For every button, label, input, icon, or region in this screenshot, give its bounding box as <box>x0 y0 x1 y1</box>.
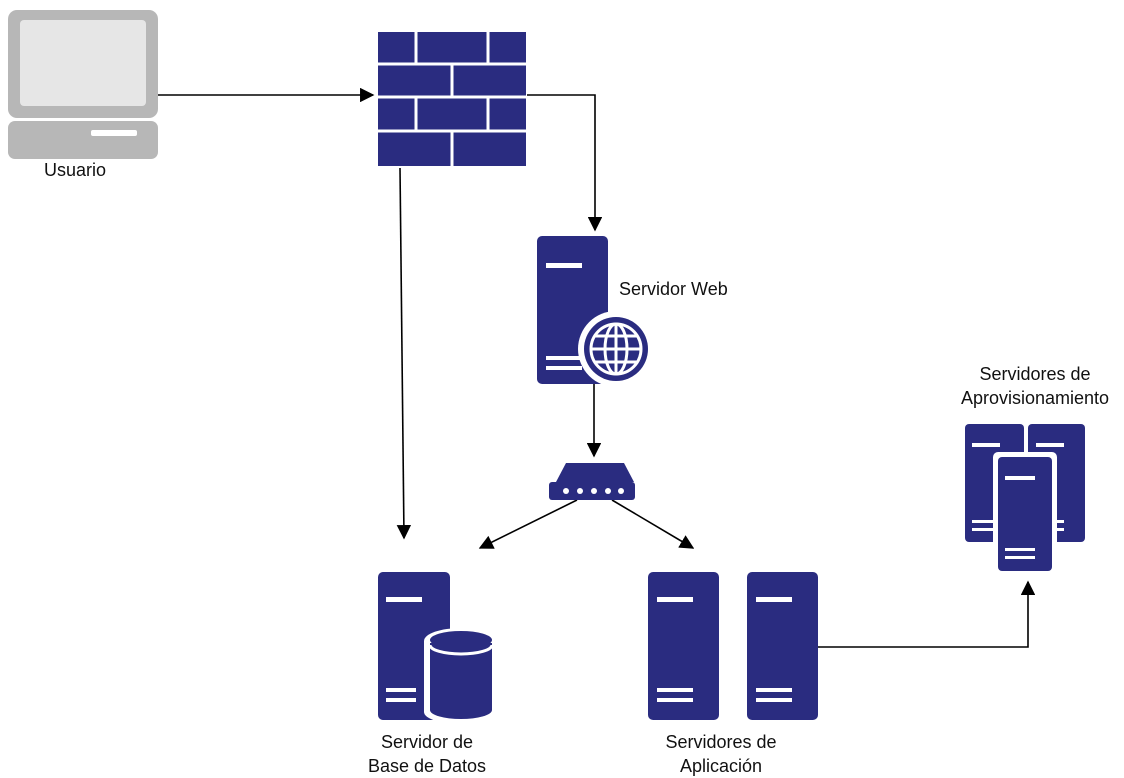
label-servidores-aplicacion-line1: Servidores de <box>665 732 777 752</box>
laptop-icon <box>8 10 158 159</box>
provisioning-servers-icon <box>965 424 1085 576</box>
edge-firewall-servidor-web <box>527 94 603 232</box>
edges <box>155 87 1036 648</box>
label-usuario: Usuario <box>44 160 107 180</box>
label-servidores-aplicacion: Servidores de Aplicación <box>665 730 776 778</box>
label-servidores-aplicacion-line2: Aplicación <box>679 756 763 776</box>
router-icon <box>549 463 635 500</box>
label-servidor-web: Servidor Web <box>619 279 728 299</box>
label-servidor-base-datos-line1: Servidor de <box>380 732 474 752</box>
web-server-icon <box>537 236 654 387</box>
label-servidor-base-datos-line2: Base de Datos <box>367 756 487 776</box>
firewall-icon <box>378 32 526 166</box>
label-servidores-aprovisionamiento-line1: Servidores de <box>979 364 1091 384</box>
edge-router-servidores-app <box>611 499 695 549</box>
edge-firewall-servidor-bd <box>396 167 412 540</box>
label-servidor-base-datos: Servidor de Base de Datos <box>368 730 486 778</box>
label-servidores-aprovisionamiento-line2: Aprovisionamiento <box>960 388 1110 408</box>
edge-servidores-app-aprov <box>818 580 1036 648</box>
edge-router-servidor-bd <box>478 499 578 549</box>
database-server-icon <box>378 572 498 724</box>
app-servers-icon <box>648 572 818 720</box>
label-servidores-aprovisionamiento: Servidores de Aprovisionamiento <box>961 362 1109 410</box>
globe-icon <box>589 322 643 376</box>
